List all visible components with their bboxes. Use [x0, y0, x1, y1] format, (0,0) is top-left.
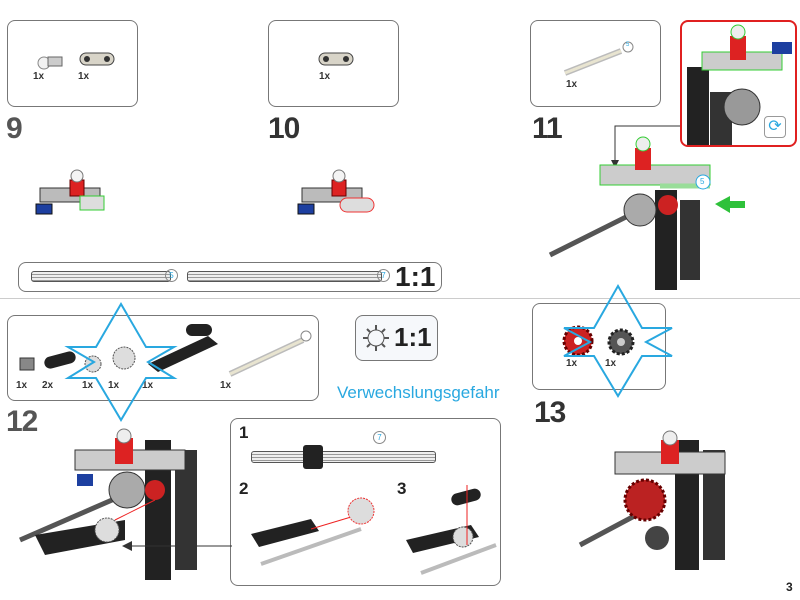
mix-up-warning: Verwechslungsgefahr — [337, 383, 500, 402]
ball-joint-part-icon — [37, 56, 63, 70]
step-number-12: 12 — [6, 405, 38, 438]
gear-scale-label: 1:1 — [394, 322, 432, 352]
axle-5-part-icon — [563, 41, 634, 76]
part-qty: 1x — [16, 380, 28, 391]
step-9-model-illustration — [35, 169, 105, 215]
mix-up-star-marker — [563, 283, 673, 398]
part-qty: 1x — [78, 71, 90, 82]
ruler-scale-label: 1:1 — [395, 261, 436, 292]
step-number-13: 13 — [534, 396, 566, 429]
part-qty: 1x — [220, 380, 232, 391]
gear-icon — [363, 325, 389, 351]
step-12-parts-box: 1x 2x 1x 1x 1x 1x — [7, 315, 319, 401]
axle-with-bush — [251, 451, 436, 463]
beam-part-icon — [79, 52, 115, 66]
part-qty: 1x — [142, 380, 154, 391]
step-9-parts-box: 1x 1x — [7, 20, 138, 107]
step-10-parts-box: 1x — [268, 20, 399, 107]
step-11-model-illustration — [548, 125, 745, 290]
mix-up-star-marker — [64, 302, 178, 422]
step-12-model-illustration — [19, 428, 197, 580]
part-qty: 1x — [33, 71, 45, 82]
step-10-model-illustration — [297, 169, 375, 215]
part-qty: 2x — [42, 380, 54, 391]
beam-part-icon — [318, 52, 354, 66]
step-13-model-illustration — [578, 430, 726, 570]
rotated-model-detail — [687, 24, 792, 145]
axle-length-label: 5 — [626, 42, 630, 48]
substep-2-illustration — [251, 497, 375, 566]
rotate-model-icon: ⟳ — [764, 116, 786, 138]
part-qty: 1x — [82, 380, 94, 391]
step-number-11: 11 — [532, 112, 563, 145]
substep-number: 1 — [239, 423, 249, 442]
axle-length-badge: 7 — [377, 269, 390, 282]
axle-length-badge: 5 — [165, 269, 178, 282]
part-qty: 1x — [566, 79, 578, 90]
page-number: 3 — [786, 580, 793, 594]
part-qty: 1x — [605, 358, 617, 369]
gray-gear-part-icon — [607, 328, 635, 356]
substep-arrow — [122, 541, 232, 551]
substep-3-illustration — [406, 485, 497, 575]
step-number-9: 9 — [6, 112, 23, 145]
section-divider — [0, 298, 800, 299]
axle-5-ruler — [31, 271, 171, 282]
part-qty: 1x — [108, 380, 120, 391]
substep-number: 2 — [239, 479, 249, 498]
gear-scale-box: 1:1 — [355, 315, 438, 361]
axle-7-ruler — [187, 271, 382, 282]
substep-number: 3 — [397, 479, 407, 498]
step-number-10: 10 — [268, 112, 300, 145]
step-11-parts-box: 5 1x — [530, 20, 661, 107]
ruler-box: 5 7 1:1 — [18, 261, 442, 292]
parts-illustrations — [19, 324, 312, 377]
bush-icon — [303, 445, 323, 469]
rotate-callout-box: ⟳ — [680, 20, 797, 147]
part-qty: 1x — [566, 358, 578, 369]
substeps-box: 1 7 2 3 — [230, 418, 501, 586]
part-qty: 1x — [319, 71, 331, 82]
axle-length-badge: 7 — [373, 431, 386, 444]
axle-length-label: 5 — [700, 177, 705, 186]
